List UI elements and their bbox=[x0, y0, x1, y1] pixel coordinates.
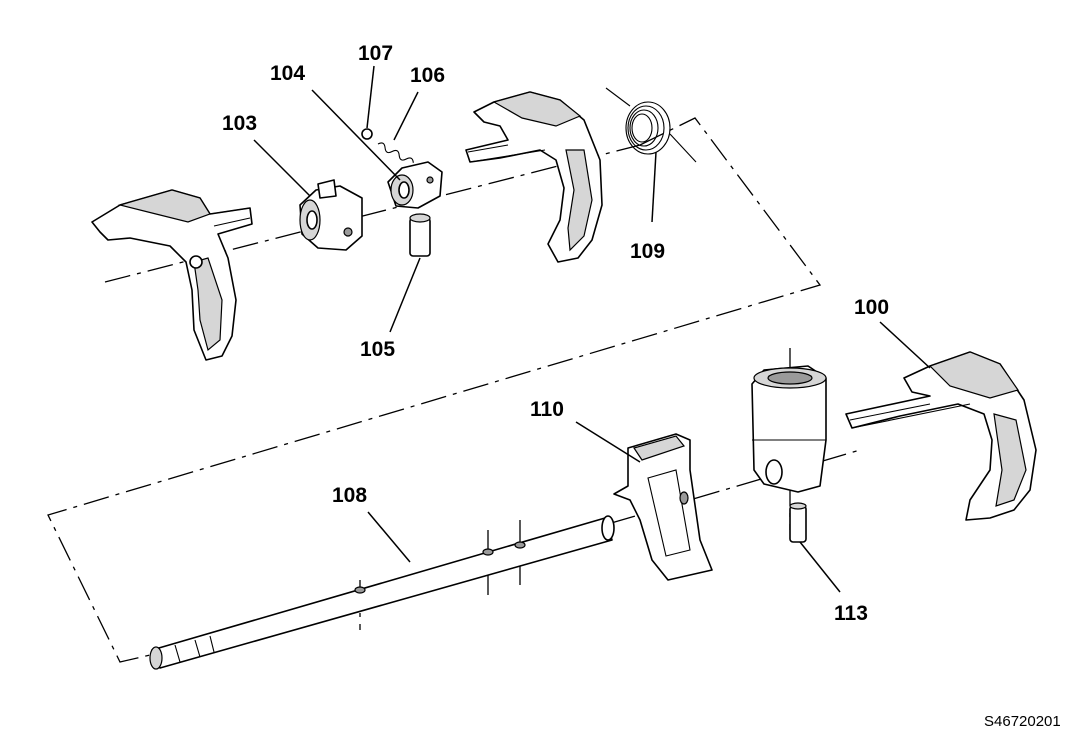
leader-108 bbox=[367, 511, 411, 563]
leader-104 bbox=[311, 89, 401, 181]
leader-103 bbox=[253, 139, 311, 197]
callout-110: 110 bbox=[530, 398, 564, 421]
callout-103: 103 bbox=[222, 112, 257, 135]
part-110-shift-lug bbox=[613, 433, 713, 581]
callout-106: 106 bbox=[410, 64, 445, 87]
part-106-spring bbox=[377, 142, 414, 163]
callout-100: 100 bbox=[854, 296, 889, 319]
callout-107: 107 bbox=[358, 42, 393, 65]
leader-100 bbox=[879, 321, 931, 369]
part-103-collar bbox=[299, 179, 363, 251]
callout-108: 108 bbox=[332, 484, 367, 507]
leader-105 bbox=[389, 257, 421, 333]
part-100-shift-fork bbox=[845, 351, 1037, 521]
leader-113 bbox=[799, 541, 841, 593]
part-104-block bbox=[387, 161, 443, 209]
callout-113: 113 bbox=[834, 602, 868, 625]
part-107-ball bbox=[361, 128, 373, 140]
part-113-pin bbox=[789, 502, 807, 543]
part-109-torsion-spring bbox=[605, 87, 697, 163]
leader-107 bbox=[366, 65, 375, 129]
figure-id: S46720201 bbox=[984, 713, 1061, 730]
part-108-shift-rail bbox=[149, 515, 615, 670]
part-105-pin bbox=[409, 213, 431, 257]
shift-socket-bracket bbox=[751, 365, 827, 493]
leader-lines bbox=[253, 65, 931, 593]
callout-109: 109 bbox=[630, 240, 665, 263]
shift-fork-center bbox=[465, 91, 603, 263]
callout-104: 104 bbox=[270, 62, 305, 85]
leader-106 bbox=[393, 91, 419, 141]
leader-110 bbox=[575, 421, 641, 463]
callout-105: 105 bbox=[360, 338, 395, 361]
leader-109 bbox=[651, 151, 657, 223]
shift-fork-left bbox=[91, 189, 253, 361]
